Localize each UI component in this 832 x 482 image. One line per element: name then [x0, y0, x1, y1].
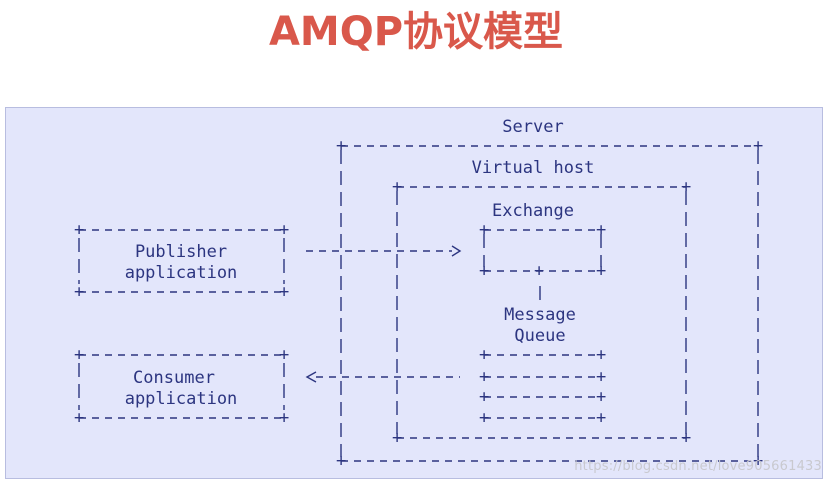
svg-text:+: +	[279, 345, 289, 365]
svg-text:+: +	[596, 367, 606, 387]
svg-text:+: +	[596, 261, 606, 281]
svg-text:+: +	[392, 177, 402, 197]
consumer-label-line2: application	[125, 389, 238, 409]
svg-text:+: +	[279, 408, 289, 428]
consumer-box-corners: + + + +	[74, 345, 289, 428]
svg-text:+: +	[753, 136, 763, 156]
svg-text:+: +	[279, 282, 289, 302]
server-box	[340, 145, 759, 462]
svg-text:+: +	[279, 220, 289, 240]
publisher-label-line1: Publisher	[135, 242, 227, 262]
svg-text:+: +	[479, 387, 489, 407]
svg-text:+: +	[681, 177, 691, 197]
server-label: Server	[502, 117, 563, 137]
publisher-label-line2: application	[125, 263, 238, 283]
message-label: Message	[504, 305, 576, 325]
publisher-box-corners: + + + +	[74, 220, 289, 302]
consume-arrow-head	[305, 371, 317, 383]
diagram-panel	[5, 107, 823, 479]
consumer-box	[78, 354, 285, 419]
svg-text:+: +	[681, 428, 691, 448]
svg-text:+: +	[479, 261, 489, 281]
svg-text:+: +	[479, 367, 489, 387]
exchange-box	[483, 229, 602, 272]
server-box-corners: + + + +	[336, 136, 763, 471]
svg-text:+: +	[753, 451, 763, 471]
svg-text:+: +	[534, 261, 544, 281]
svg-text:+: +	[596, 408, 606, 428]
publish-arrow-head	[451, 245, 462, 257]
message-queue-corners: + + + + + + + +	[479, 345, 606, 428]
virtual-host-box	[396, 186, 687, 439]
page-title: AMQP协议模型	[268, 9, 564, 55]
svg-text:+: +	[74, 345, 84, 365]
virtual-host-box-corners: + + + +	[392, 177, 691, 448]
exchange-label: Exchange	[492, 201, 574, 221]
svg-text:+: +	[596, 220, 606, 240]
svg-text:+: +	[479, 220, 489, 240]
svg-text:+: +	[479, 345, 489, 365]
svg-text:+: +	[392, 428, 402, 448]
queue-label: Queue	[514, 326, 565, 346]
watermark: https://blog.csdn.net/love905661433	[574, 459, 822, 474]
consumer-label-line1: Consumer	[133, 368, 215, 388]
publisher-box	[78, 229, 285, 293]
svg-text:+: +	[479, 408, 489, 428]
svg-text:+: +	[336, 136, 346, 156]
svg-text:+: +	[596, 387, 606, 407]
message-queue-stack	[484, 354, 601, 419]
svg-text:+: +	[74, 408, 84, 428]
svg-text:+: +	[596, 345, 606, 365]
svg-text:+: +	[74, 282, 84, 302]
exchange-box-corners: + + + + +	[479, 220, 606, 281]
svg-text:+: +	[336, 451, 346, 471]
virtual-host-label: Virtual host	[472, 158, 595, 178]
svg-text:+: +	[74, 220, 84, 240]
